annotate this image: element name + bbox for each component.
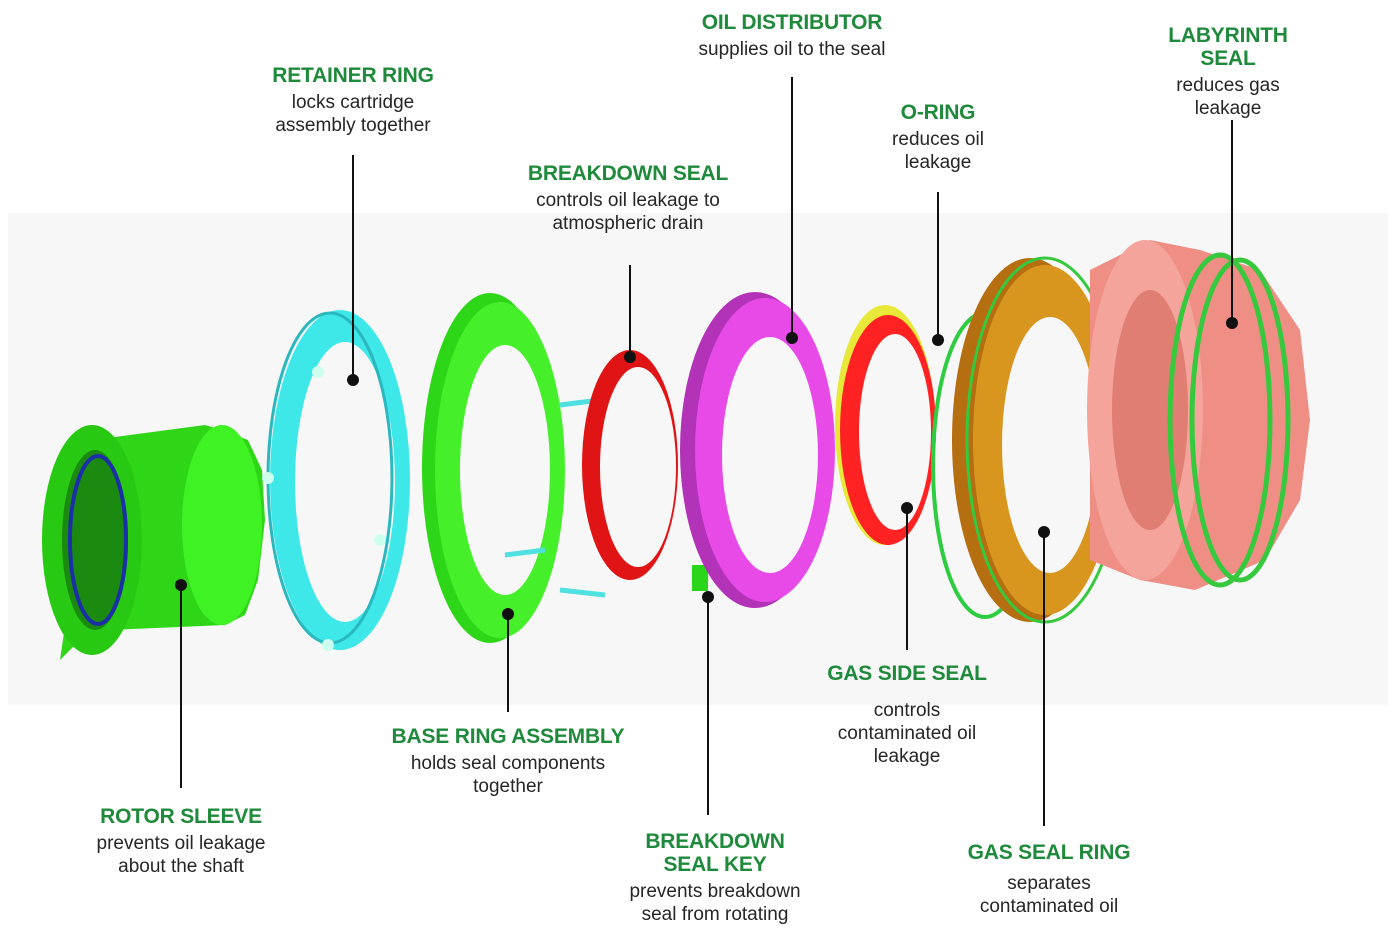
- breakdown-seal-key-desc: prevents breakdown seal from rotating: [629, 880, 800, 926]
- base-ring-part: [422, 293, 605, 643]
- gas-seal-ring-desc: separates contaminated oil: [968, 872, 1131, 918]
- breakdown-seal-key-title: BREAKDOWN SEAL KEY: [629, 830, 800, 876]
- label-oil-distributor: OIL DISTRIBUTOR supplies oil to the seal: [699, 11, 886, 61]
- labyrinth-seal-part: [1087, 240, 1310, 590]
- gas-side-seal-title: GAS SIDE SEAL: [827, 662, 987, 685]
- o-ring-title: O-RING: [892, 101, 984, 124]
- base-ring-title: BASE RING ASSEMBLY: [392, 725, 625, 748]
- oil-distributor-title: OIL DISTRIBUTOR: [699, 11, 886, 34]
- rotor-sleeve-title: ROTOR SLEEVE: [97, 805, 266, 828]
- gas-side-seal-part: [835, 305, 936, 545]
- label-labyrinth-seal: LABYRINTH SEAL reduces gas leakage: [1145, 24, 1312, 120]
- o-ring-desc: reduces oil leakage: [892, 128, 984, 174]
- label-gas-side-seal: GAS SIDE SEAL controls contaminated oil …: [827, 662, 987, 768]
- label-base-ring: BASE RING ASSEMBLY holds seal components…: [392, 725, 625, 798]
- label-o-ring: O-RING reduces oil leakage: [892, 101, 984, 174]
- oil-distributor-desc: supplies oil to the seal: [699, 38, 886, 61]
- label-breakdown-seal: BREAKDOWN SEAL controls oil leakage to a…: [528, 162, 728, 235]
- breakdown-seal-desc: controls oil leakage to atmospheric drai…: [528, 189, 728, 235]
- breakdown-seal-part: [582, 350, 678, 580]
- base-ring-desc: holds seal components together: [392, 752, 625, 798]
- rotor-sleeve-part: [42, 425, 265, 660]
- label-breakdown-seal-key: BREAKDOWN SEAL KEY prevents breakdown se…: [629, 830, 800, 926]
- retainer-ring-desc: locks cartridge assembly together: [272, 91, 434, 137]
- label-retainer-ring: RETAINER RING locks cartridge assembly t…: [272, 64, 434, 137]
- labyrinth-seal-desc: reduces gas leakage: [1145, 74, 1312, 120]
- gas-seal-ring-title: GAS SEAL RING: [968, 841, 1131, 864]
- rotor-sleeve-desc: prevents oil leakage about the shaft: [97, 832, 266, 878]
- labyrinth-seal-title: LABYRINTH SEAL: [1145, 24, 1312, 70]
- gas-side-seal-desc: controls contaminated oil leakage: [827, 699, 987, 768]
- breakdown-seal-key-part: [692, 565, 708, 591]
- breakdown-seal-title: BREAKDOWN SEAL: [528, 162, 728, 185]
- retainer-ring-part: [262, 310, 410, 651]
- oil-distributor-part: [680, 292, 835, 608]
- retainer-ring-title: RETAINER RING: [272, 64, 434, 87]
- label-rotor-sleeve: ROTOR SLEEVE prevents oil leakage about …: [97, 805, 266, 878]
- label-gas-seal-ring: GAS SEAL RING separates contaminated oil: [968, 841, 1131, 918]
